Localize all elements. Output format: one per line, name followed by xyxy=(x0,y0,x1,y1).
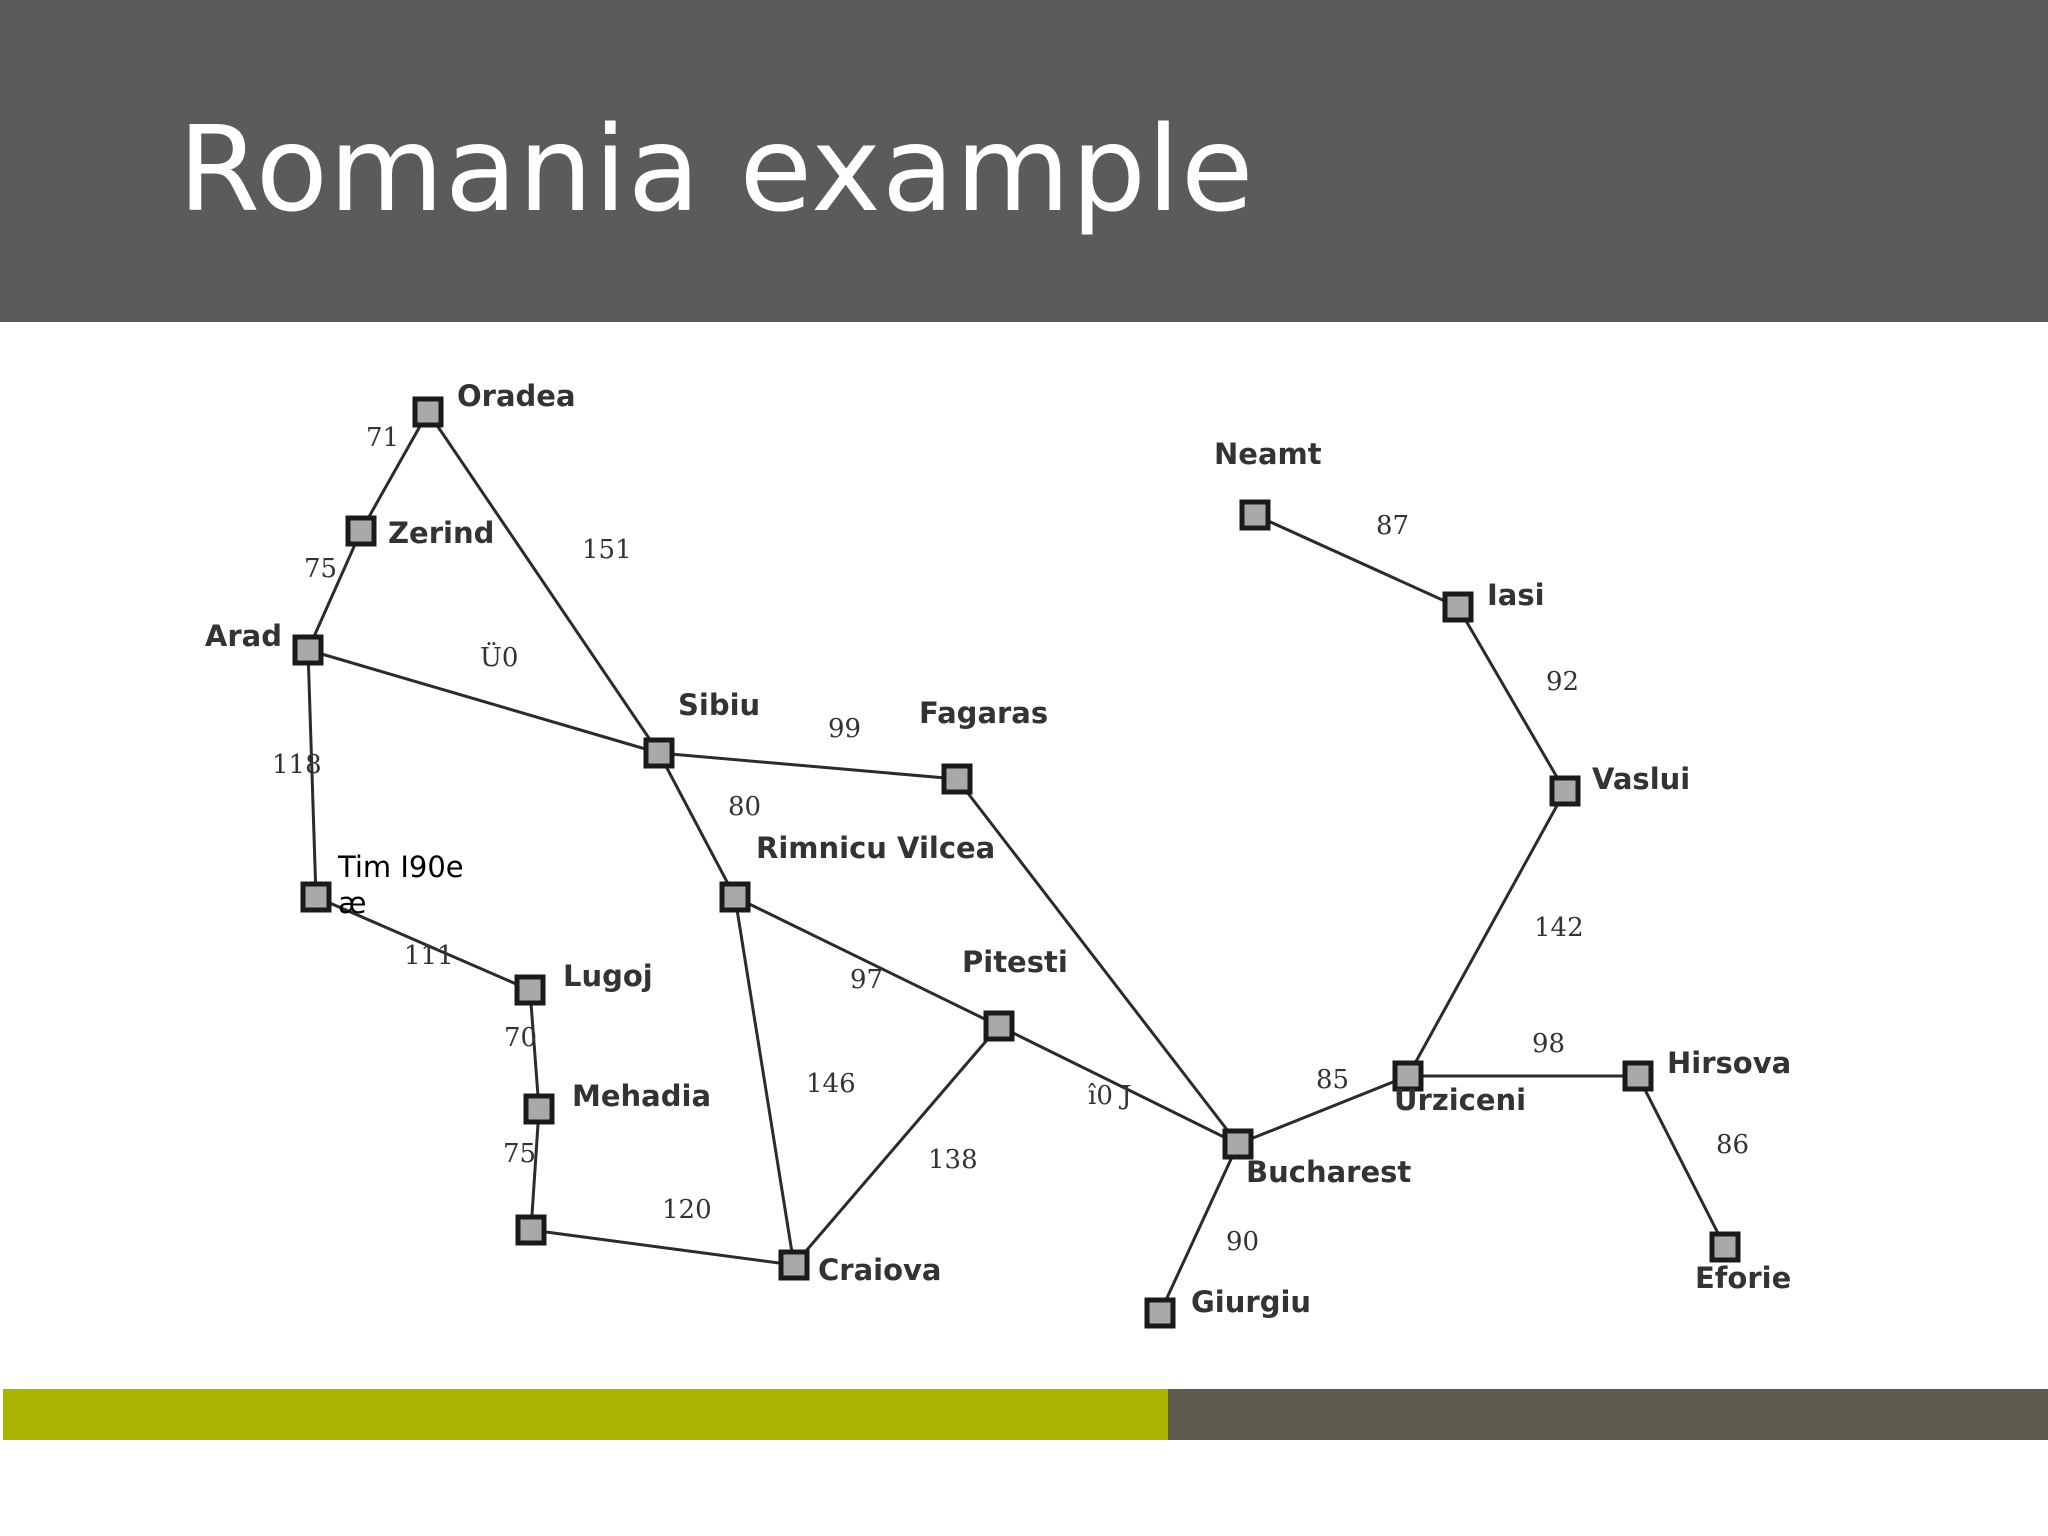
road-rimnicu-craiova xyxy=(733,896,796,1266)
city-label-arad: Arad xyxy=(205,619,282,653)
road-distance-label: 71 xyxy=(366,423,399,453)
city-node-lugoj xyxy=(514,974,546,1006)
road-bucharest-giurgiu xyxy=(1158,1143,1240,1314)
road-iasi-neamt xyxy=(1254,513,1459,609)
road-distance-label: 99 xyxy=(828,714,861,744)
road-distance-label: 80 xyxy=(728,792,761,822)
road-lugoj-mehadia xyxy=(528,989,541,1110)
road-distance-label: 86 xyxy=(1716,1130,1749,1160)
footer-bar-accent xyxy=(3,1389,1168,1440)
city-node-fagaras xyxy=(941,763,973,795)
city-label-pitesti: Pitesti xyxy=(962,945,1068,979)
city-node-eforie xyxy=(1709,1231,1741,1263)
city-label-bucharest: Bucharest xyxy=(1246,1155,1411,1189)
road-distance-label: 111 xyxy=(404,941,454,971)
road-fagaras-bucharest xyxy=(955,778,1240,1145)
city-node-timisoara xyxy=(300,881,332,913)
road-rimnicu-pitesti xyxy=(734,895,1000,1028)
city-label-eforie: Eforie xyxy=(1695,1261,1791,1295)
road-arad-timisoara xyxy=(306,649,318,898)
road-distance-label: 146 xyxy=(806,1069,856,1099)
city-label-iasi: Iasi xyxy=(1487,578,1545,612)
city-node-vaslui xyxy=(1549,775,1581,807)
road-urziceni-vaslui xyxy=(1406,790,1567,1077)
road-distance-label: 75 xyxy=(503,1139,536,1169)
road-distance-label: 87 xyxy=(1376,511,1409,541)
road-distance-label: 92 xyxy=(1546,667,1579,697)
road-distance-label: 70 xyxy=(504,1023,537,1053)
city-node-mehadia xyxy=(523,1093,555,1125)
city-label-mehadia: Mehadia xyxy=(572,1079,711,1113)
city-node-bucharest xyxy=(1222,1128,1254,1160)
city-node-craiova xyxy=(778,1249,810,1281)
city-node-drobeta xyxy=(515,1214,547,1246)
city-node-zerind xyxy=(345,515,377,547)
road-distance-label: 120 xyxy=(662,1195,712,1225)
city-label-neamt: Neamt xyxy=(1214,437,1322,471)
road-distance-label: î0 J xyxy=(1088,1081,1132,1111)
city-node-oradea xyxy=(412,396,444,428)
road-oradea-sibiu xyxy=(426,411,661,754)
city-node-giurgiu xyxy=(1144,1297,1176,1329)
road-arad-sibiu xyxy=(307,648,660,755)
road-distance-label: 75 xyxy=(304,554,337,584)
city-label-fagaras: Fagaras xyxy=(919,696,1048,730)
city-node-rimnicu xyxy=(719,881,751,913)
road-drobeta-craiova xyxy=(530,1228,795,1267)
city-label-craiova: Craiova xyxy=(818,1253,942,1287)
road-distance-label: 142 xyxy=(1534,913,1584,943)
city-node-pitesti xyxy=(983,1010,1015,1042)
road-bucharest-urziceni xyxy=(1237,1074,1409,1146)
city-node-hirsova xyxy=(1622,1060,1654,1092)
road-distance-label: 85 xyxy=(1316,1065,1349,1095)
city-label-sibiu: Sibiu xyxy=(678,688,760,722)
road-mehadia-drobeta xyxy=(529,1108,541,1231)
road-hirsova-eforie xyxy=(1636,1075,1727,1248)
city-label-urziceni: Urziceni xyxy=(1394,1083,1526,1117)
city-label-vaslui: Vaslui xyxy=(1592,762,1690,796)
road-pitesti-bucharest xyxy=(998,1024,1239,1146)
road-distance-label: 90 xyxy=(1226,1227,1259,1257)
city-label-giurgiu: Giurgiu xyxy=(1191,1285,1311,1319)
city-node-urziceni xyxy=(1392,1060,1424,1092)
city-node-arad xyxy=(292,634,324,666)
city-label-zerind: Zerind xyxy=(388,516,494,550)
road-distance-label: 98 xyxy=(1532,1029,1565,1059)
road-distance-label: 97 xyxy=(850,965,883,995)
slide-title: Romania example xyxy=(178,100,1255,238)
city-node-sibiu xyxy=(643,737,675,769)
road-distance-label: Ü0 xyxy=(480,641,518,673)
road-vaslui-iasi xyxy=(1456,606,1567,792)
city-label-hirsova: Hirsova xyxy=(1667,1046,1791,1080)
road-craiova-pitesti xyxy=(792,1025,1001,1266)
road-zerind-arad xyxy=(306,530,363,651)
road-distance-label: 138 xyxy=(928,1145,978,1175)
road-distance-label: 151 xyxy=(582,535,632,565)
city-label-rimnicu: Rimnicu Vilcea xyxy=(756,831,995,865)
city-node-neamt xyxy=(1239,499,1271,531)
slide-header: Romania example xyxy=(0,0,2048,322)
road-distance-label: 118 xyxy=(272,750,322,780)
road-sibiu-rimnicu xyxy=(657,752,737,898)
city-label-lugoj: Lugoj xyxy=(563,959,653,993)
city-label-oradea: Oradea xyxy=(457,379,576,413)
road-timisoara-lugoj xyxy=(315,895,531,992)
city-node-iasi xyxy=(1442,591,1474,623)
footer-bar-dark xyxy=(1168,1389,2048,1440)
road-sibiu-fagaras xyxy=(658,751,958,781)
road-oradea-zerind xyxy=(359,411,430,532)
